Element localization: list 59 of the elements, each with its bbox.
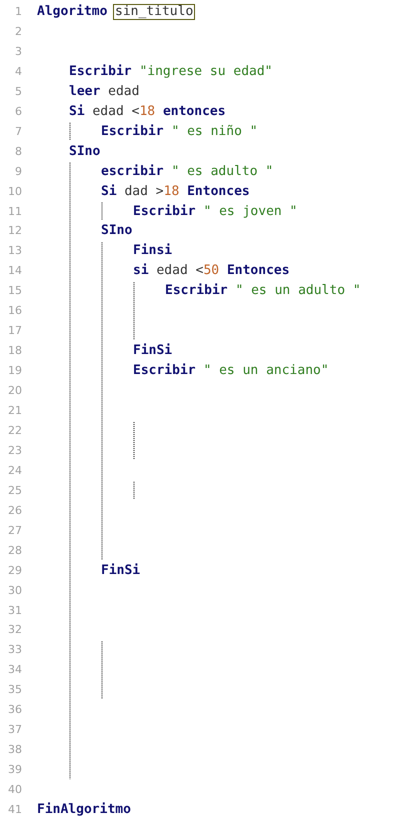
line-number: 34	[7, 662, 22, 678]
line-number: 38	[7, 742, 22, 758]
code-line: Escribir " es un anciano"	[133, 363, 329, 380]
code-line: Si dad >18 Entonces	[101, 184, 250, 200]
line-number: 2	[14, 24, 22, 40]
line-number: 18	[7, 343, 22, 360]
line-number: 37	[7, 722, 22, 738]
code-line: Escribir " es joven "	[133, 204, 298, 220]
line-number: 28	[7, 542, 22, 559]
line-number: 25	[7, 482, 22, 499]
code-keyword: FinAlgoritmo	[37, 802, 131, 818]
line-number: 36	[7, 702, 22, 718]
code-line: Escribir " es niño "	[101, 124, 258, 140]
code-line: si edad <50 Entonces	[133, 263, 290, 280]
code-keyword: Finsi	[133, 243, 172, 260]
line-number: 7	[14, 124, 22, 140]
line-number: 21	[7, 403, 22, 419]
code-line: escribir " es adulto "	[101, 164, 274, 180]
line-number: 16	[7, 303, 22, 320]
code-keyword: FinSi	[101, 562, 140, 579]
code-keyword: Algoritmo	[37, 4, 108, 20]
line-number: 19	[7, 363, 22, 380]
line-number: 35	[7, 682, 22, 698]
line-number: 23	[7, 442, 22, 459]
line-number: 6	[14, 104, 22, 120]
code-line: Si edad <18 entonces	[69, 104, 226, 120]
line-number: 1	[14, 4, 22, 20]
line-number: 10	[7, 184, 22, 200]
line-number: 40	[7, 782, 22, 798]
code-line: Escribir " es un adulto "	[165, 283, 361, 300]
line-number: 41	[7, 802, 22, 818]
line-number: 11	[7, 204, 22, 220]
line-number: 8	[14, 144, 22, 160]
line-number: 27	[7, 522, 22, 539]
line-number: 13	[7, 243, 22, 260]
line-number: 5	[14, 84, 22, 100]
line-number: 22	[7, 422, 22, 439]
line-number: 30	[7, 582, 22, 599]
line-number: 3	[14, 44, 22, 60]
line-number: 29	[7, 562, 22, 579]
code-keyword: SIno	[101, 223, 132, 240]
algorithm-name: sin_titulo	[113, 4, 196, 20]
line-number: 12	[7, 223, 22, 240]
line-number: 9	[14, 164, 22, 180]
line-number: 14	[7, 263, 22, 280]
line-number: 31	[7, 602, 22, 618]
line-number: 4	[14, 64, 22, 80]
line-number: 15	[7, 283, 22, 300]
code-keyword: SIno	[69, 144, 100, 160]
line-number: 17	[7, 323, 22, 340]
code-line: Escribir "ingrese su edad"	[69, 64, 273, 80]
code-line: leer edad	[69, 84, 140, 100]
line-number: 24	[7, 462, 22, 479]
line-number: 39	[7, 762, 22, 778]
line-number: 26	[7, 502, 22, 519]
line-number: 32	[7, 622, 22, 638]
line-number: 33	[7, 642, 22, 658]
code-keyword: FinSi	[133, 343, 172, 360]
line-number: 20	[7, 383, 22, 400]
